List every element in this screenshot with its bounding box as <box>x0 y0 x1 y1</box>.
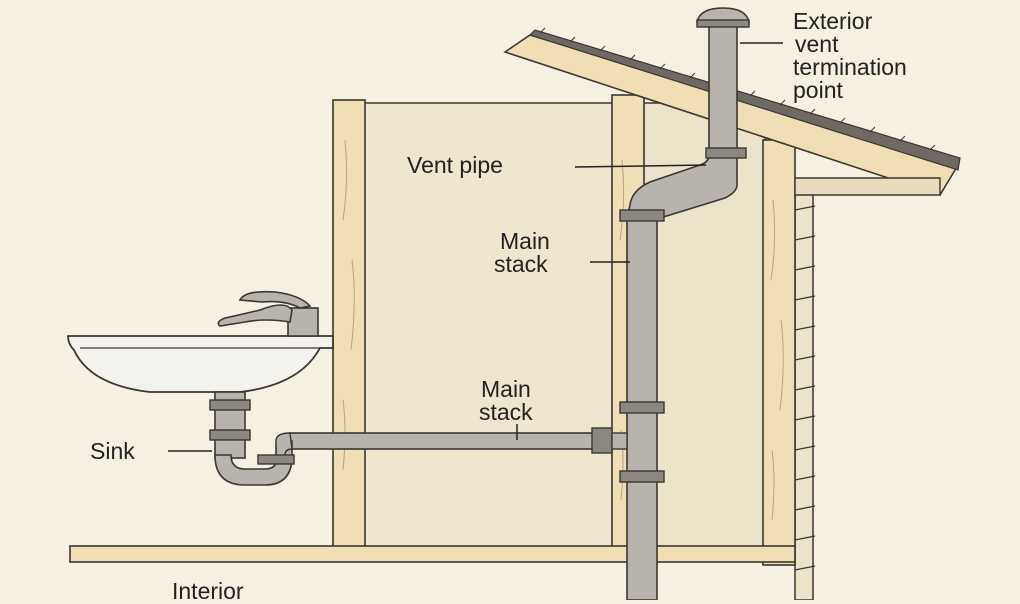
stud-3 <box>762 139 796 566</box>
label-vent-pipe: Vent pipe <box>407 152 503 178</box>
label-exterior-vent-line-1: Exterior <box>793 8 873 34</box>
label-main-stack-lower-line-1: Main <box>481 376 531 402</box>
label-main-stack-upper-line-2: stack <box>494 251 548 277</box>
stud-1 <box>332 99 366 549</box>
label-sink: Sink <box>90 438 135 464</box>
label-exterior-vent-line-4: point <box>793 77 843 103</box>
label-interior: Interior <box>172 578 244 604</box>
vent-pipe <box>627 7 750 220</box>
floor-plate <box>69 545 796 563</box>
label-exterior-vent-line-3: termination <box>793 54 907 80</box>
p-trap <box>209 391 295 486</box>
label-exterior-vent-line-2: vent <box>795 31 839 57</box>
main-stack-pipe <box>619 209 665 600</box>
exterior-siding <box>794 189 816 600</box>
label-main-stack-upper: Main stack <box>494 228 550 276</box>
sink-basin <box>67 335 334 393</box>
wall-board-left <box>359 102 614 549</box>
label-main-stack-upper-line-1: Main <box>500 228 550 254</box>
label-main-stack-lower: Main stack <box>479 378 533 424</box>
drain-pipe <box>289 427 628 454</box>
leader-vent-pipe <box>574 164 707 168</box>
label-main-stack-lower-line-2: stack <box>479 399 533 425</box>
label-exterior-vent: Exterior vent termination point <box>793 10 907 102</box>
faucet-icon <box>217 290 319 337</box>
leader-lines <box>168 42 783 452</box>
